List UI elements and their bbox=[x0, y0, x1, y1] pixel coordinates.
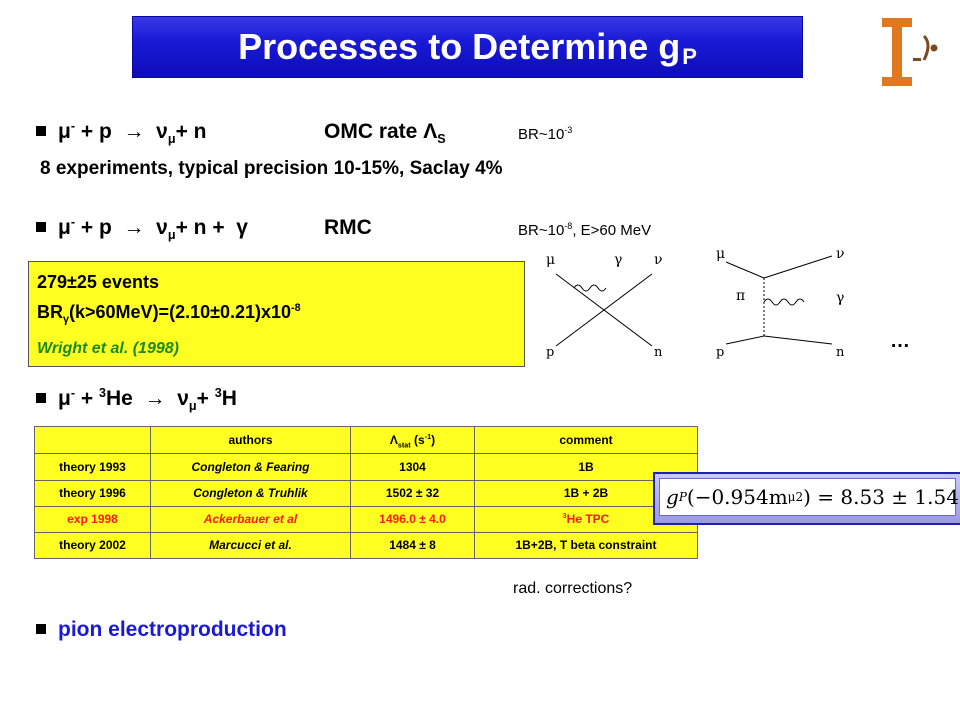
svg-text:μ: μ bbox=[716, 246, 725, 262]
title-main: Processes to Determine g bbox=[238, 26, 681, 67]
table-header-authors: authors bbox=[150, 425, 351, 455]
table-row: exp 1998 Ackerbauer et al 1496.0 ± 4.0 3… bbox=[34, 505, 698, 533]
rmc-reference: Wright et al. (1998) bbox=[37, 340, 179, 357]
pion-electroproduction-row: pion electroproduction bbox=[36, 618, 287, 642]
title-subscript: P bbox=[682, 44, 697, 69]
table-header-comment: comment bbox=[474, 425, 698, 455]
svg-text:ν: ν bbox=[836, 246, 845, 262]
svg-text:p: p bbox=[716, 345, 724, 360]
rmc-reaction-row: μ- + p → νμ+ n + γ bbox=[36, 216, 248, 241]
rmc-events: 279±25 events bbox=[37, 272, 159, 292]
table-row: theory 1993 Congleton & Fearing 1304 1B bbox=[34, 453, 698, 481]
rmc-result-box: 279±25 events BRγ(k>60MeV)=(2.10±0.21)x1… bbox=[28, 261, 525, 367]
table-header-blank bbox=[34, 425, 151, 455]
bullet-icon bbox=[36, 393, 46, 403]
rmc-label: RMC bbox=[324, 216, 372, 239]
svg-text:γ: γ bbox=[614, 252, 622, 268]
more-diagrams-ellipsis: … bbox=[890, 330, 910, 352]
feynman-diagram-contact: μ γ ν p n bbox=[546, 252, 663, 360]
bullet-icon bbox=[36, 624, 46, 634]
omc-rate-label: OMC rate ΛS bbox=[324, 120, 446, 147]
svg-text:μ: μ bbox=[546, 252, 555, 268]
rmc-branching-result: BRγ(k>60MeV)=(2.10±0.21)x10-8 bbox=[37, 302, 301, 326]
he3-reaction-row: μ- + 3He → νμ+ 3H bbox=[36, 387, 237, 412]
feynman-diagram-pion-pole: μ ν π γ p n bbox=[716, 246, 845, 360]
he3-capture-table: authors Λstat (s-1) comment theory 1993 … bbox=[34, 425, 698, 560]
institute-logo-icon bbox=[882, 18, 938, 86]
svg-text:n: n bbox=[654, 345, 663, 360]
svg-text:n: n bbox=[836, 345, 845, 360]
bullet-icon bbox=[36, 126, 46, 136]
svg-text:ν: ν bbox=[654, 252, 663, 268]
omc-branching-ratio: BR~10-3 bbox=[518, 125, 573, 144]
table-row: theory 1996 Congleton & Truhlik 1502 ± 3… bbox=[34, 479, 698, 507]
svg-text:γ: γ bbox=[836, 290, 844, 306]
bullet-icon bbox=[36, 222, 46, 232]
omc-experiments-text: 8 experiments, typical precision 10-15%,… bbox=[40, 158, 503, 179]
table-header-lambda: Λstat (s-1) bbox=[350, 425, 475, 455]
table-header-row: authors Λstat (s-1) comment bbox=[34, 425, 698, 455]
rad-corrections-note: rad. corrections? bbox=[513, 580, 633, 597]
table-row: theory 2002 Marcucci et al. 1484 ± 8 1B+… bbox=[34, 531, 698, 560]
svg-text:π: π bbox=[736, 288, 745, 304]
rmc-branching-ratio: BR~10-8, E>60 MeV bbox=[518, 221, 652, 240]
omc-reaction-row: μ- + p → νμ+ n bbox=[36, 120, 207, 145]
svg-text:p: p bbox=[546, 345, 554, 360]
